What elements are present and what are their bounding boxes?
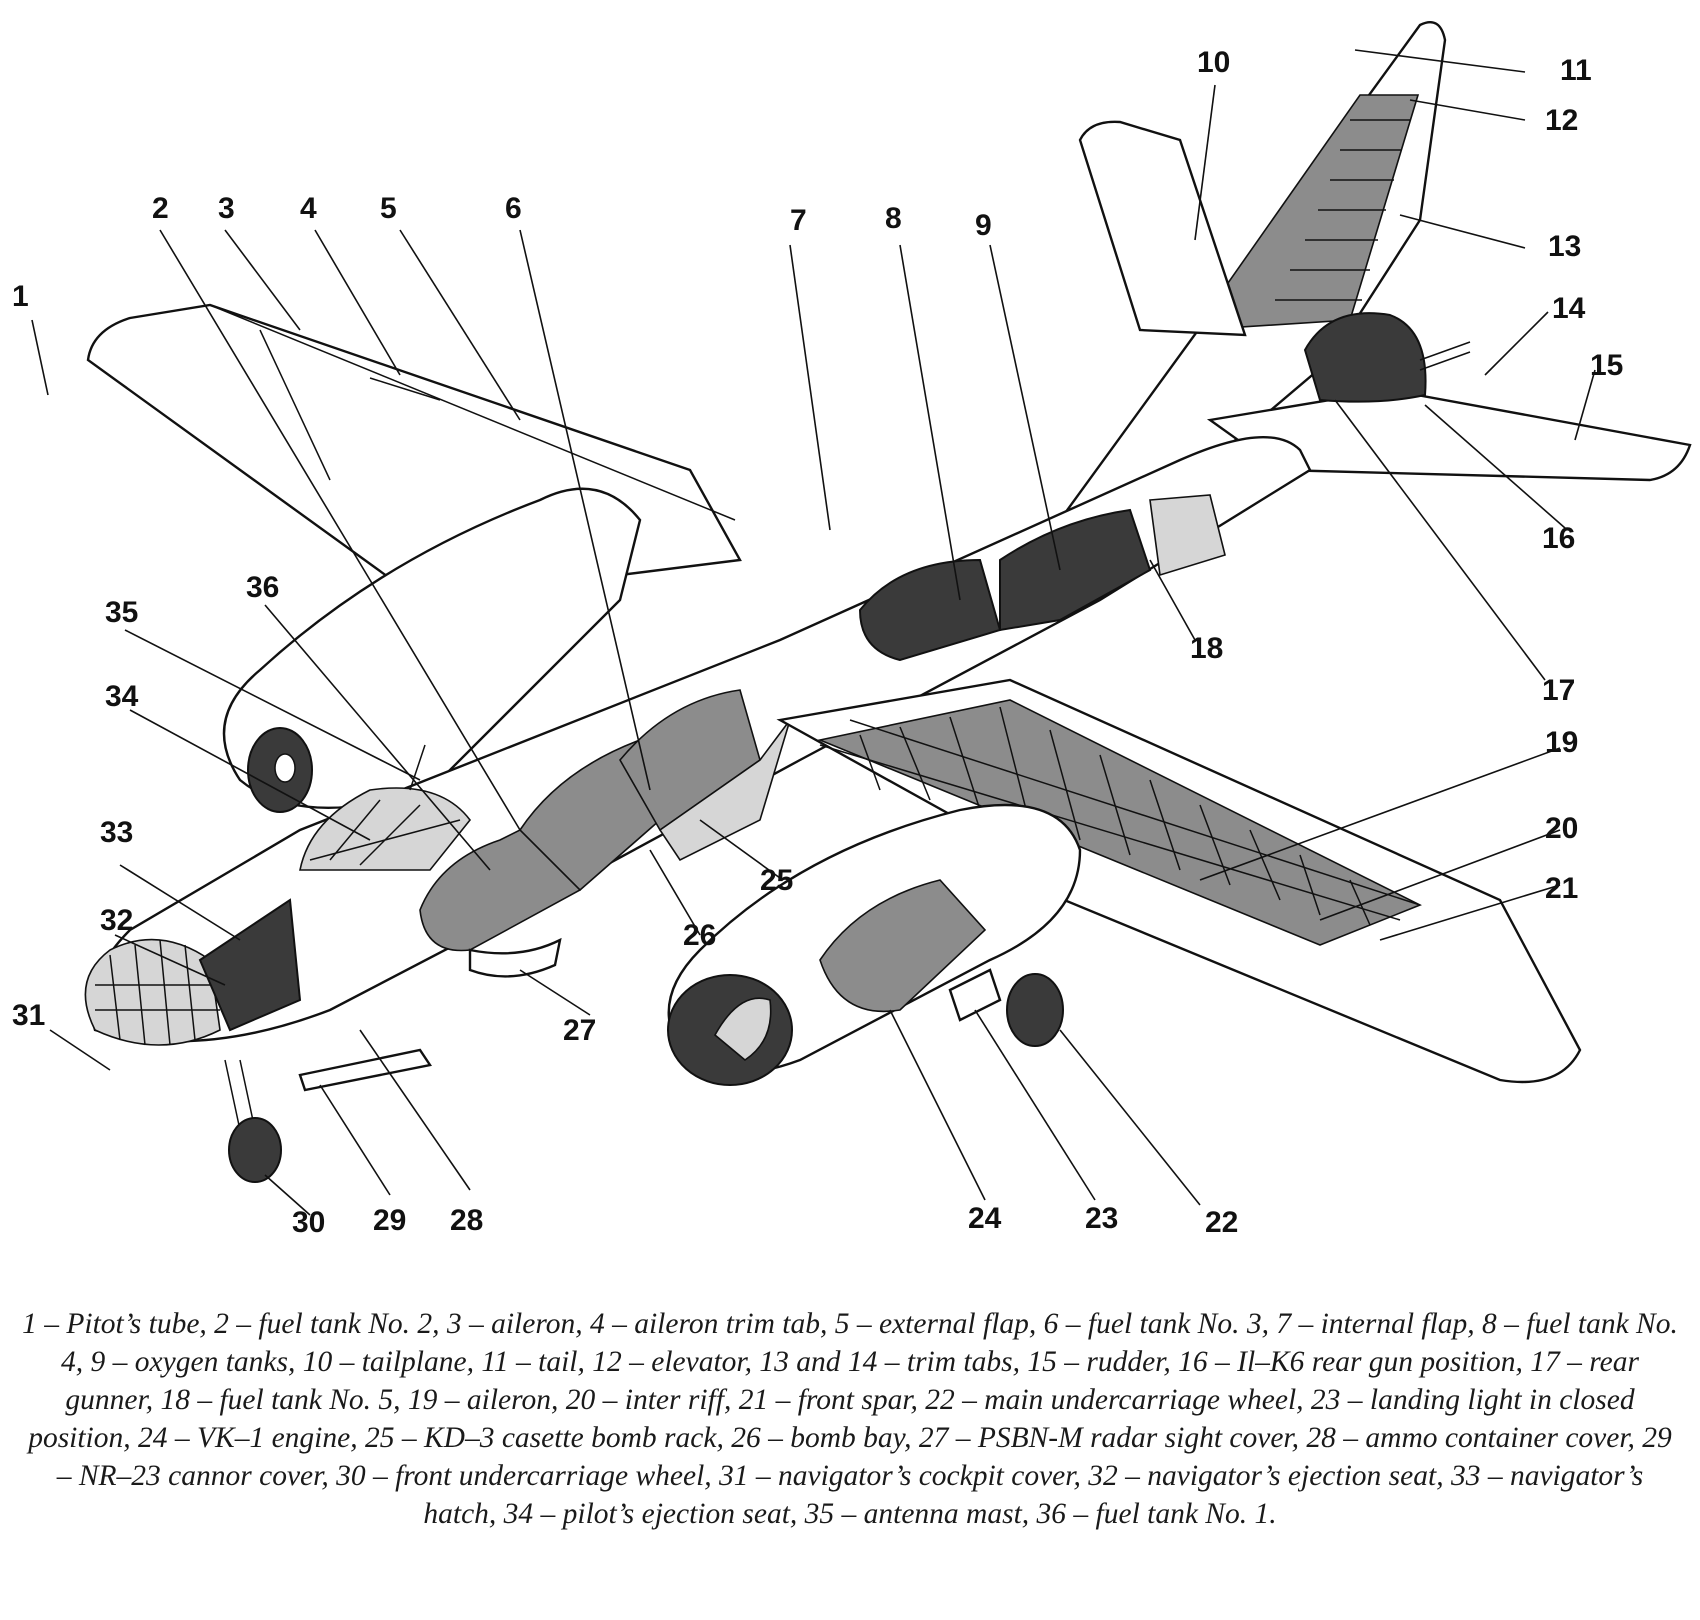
right-wing-ribs	[859, 706, 1371, 926]
callout-26: 26	[683, 919, 716, 952]
right-wing-front-spar	[819, 744, 1401, 921]
fuel-tank-4	[858, 558, 1002, 662]
callout-16: 16	[1542, 522, 1575, 555]
left-wing-trim-tab	[369, 377, 441, 401]
right-engine-intake-cone	[713, 997, 772, 1061]
callout-29: 29	[373, 1204, 406, 1237]
right-tailplane	[1206, 388, 1692, 482]
left-tailplane	[1078, 120, 1247, 337]
navigator-nose-glazing	[84, 938, 221, 1046]
callout-10: 10	[1197, 46, 1230, 79]
landing-light-fairing	[948, 968, 1002, 1022]
pilot-canopy	[299, 787, 472, 871]
callout-15: 15	[1590, 349, 1623, 382]
callout-18: 18	[1190, 632, 1223, 665]
callout-22: 22	[1205, 1206, 1238, 1239]
callout-21: 21	[1545, 872, 1578, 905]
callout-23: 23	[1085, 1202, 1118, 1235]
callout-17: 17	[1542, 674, 1575, 707]
callout-5: 5	[380, 192, 397, 225]
left-engine-intake-cone	[274, 753, 296, 783]
callout-9: 9	[975, 209, 992, 242]
callout-32: 32	[100, 904, 133, 937]
callout-27: 27	[563, 1014, 596, 1047]
callout-14: 14	[1552, 292, 1586, 325]
fuel-tank-3	[619, 689, 761, 832]
antenna-mast	[409, 744, 426, 791]
callout-20: 20	[1545, 812, 1578, 845]
front-undercarriage-wheel	[228, 1117, 282, 1183]
vk1-engine-core	[819, 879, 987, 1013]
left-wing-aileron-line	[259, 329, 331, 481]
callout-11: 11	[1560, 54, 1592, 87]
callout-33: 33	[100, 816, 133, 849]
callout-7: 7	[790, 204, 807, 237]
radar-sight-cover	[468, 937, 562, 978]
callout-13: 13	[1548, 230, 1581, 263]
callout-25: 25	[760, 864, 793, 897]
callout-24: 24	[968, 1202, 1002, 1235]
left-wing	[86, 303, 742, 602]
rear-gun-barrels	[1419, 341, 1471, 371]
nose-glazing-frames	[95, 939, 220, 1046]
callout-35: 35	[105, 596, 138, 629]
callout-31: 31	[12, 999, 45, 1032]
oxygen-and-fuel-tank-5	[999, 508, 1152, 632]
left-wing-flap-line	[209, 304, 736, 521]
callout-3: 3	[218, 192, 235, 225]
callout-8: 8	[885, 202, 902, 235]
callout-numbers: 1 2 3 4 5 6 7 8 9 10 11 12 13 14 15 16 1…	[12, 46, 1623, 1239]
callout-4: 4	[300, 192, 317, 225]
aircraft-cutaway-drawing: 1 2 3 4 5 6 7 8 9 10 11 12 13 14 15 16 1…	[12, 20, 1692, 1239]
bomb-bay	[658, 719, 791, 862]
leader-lines	[31, 49, 1596, 1216]
cannon-cover	[298, 1048, 432, 1092]
callout-1: 1	[12, 280, 29, 313]
fuel-tank-5-grid	[1149, 494, 1226, 577]
main-undercarriage-wheel	[1006, 973, 1064, 1047]
callout-6: 6	[505, 192, 522, 225]
callout-12: 12	[1545, 104, 1578, 137]
canopy-frame-lines	[309, 799, 461, 866]
rear-gun-turret	[1303, 312, 1427, 403]
legend-caption: 1 – Pitot’s tube, 2 – fuel tank No. 2, 3…	[22, 1308, 1678, 1530]
tail-fin-rudder-ribs	[1275, 119, 1410, 301]
callout-28: 28	[450, 1204, 483, 1237]
callout-30: 30	[292, 1206, 325, 1239]
callout-36: 36	[246, 571, 279, 604]
callout-2: 2	[152, 192, 169, 225]
callout-34: 34	[105, 680, 139, 713]
right-wing-rear-spar	[849, 719, 1421, 906]
callout-19: 19	[1545, 726, 1578, 759]
navigator-compartment	[198, 898, 302, 1032]
